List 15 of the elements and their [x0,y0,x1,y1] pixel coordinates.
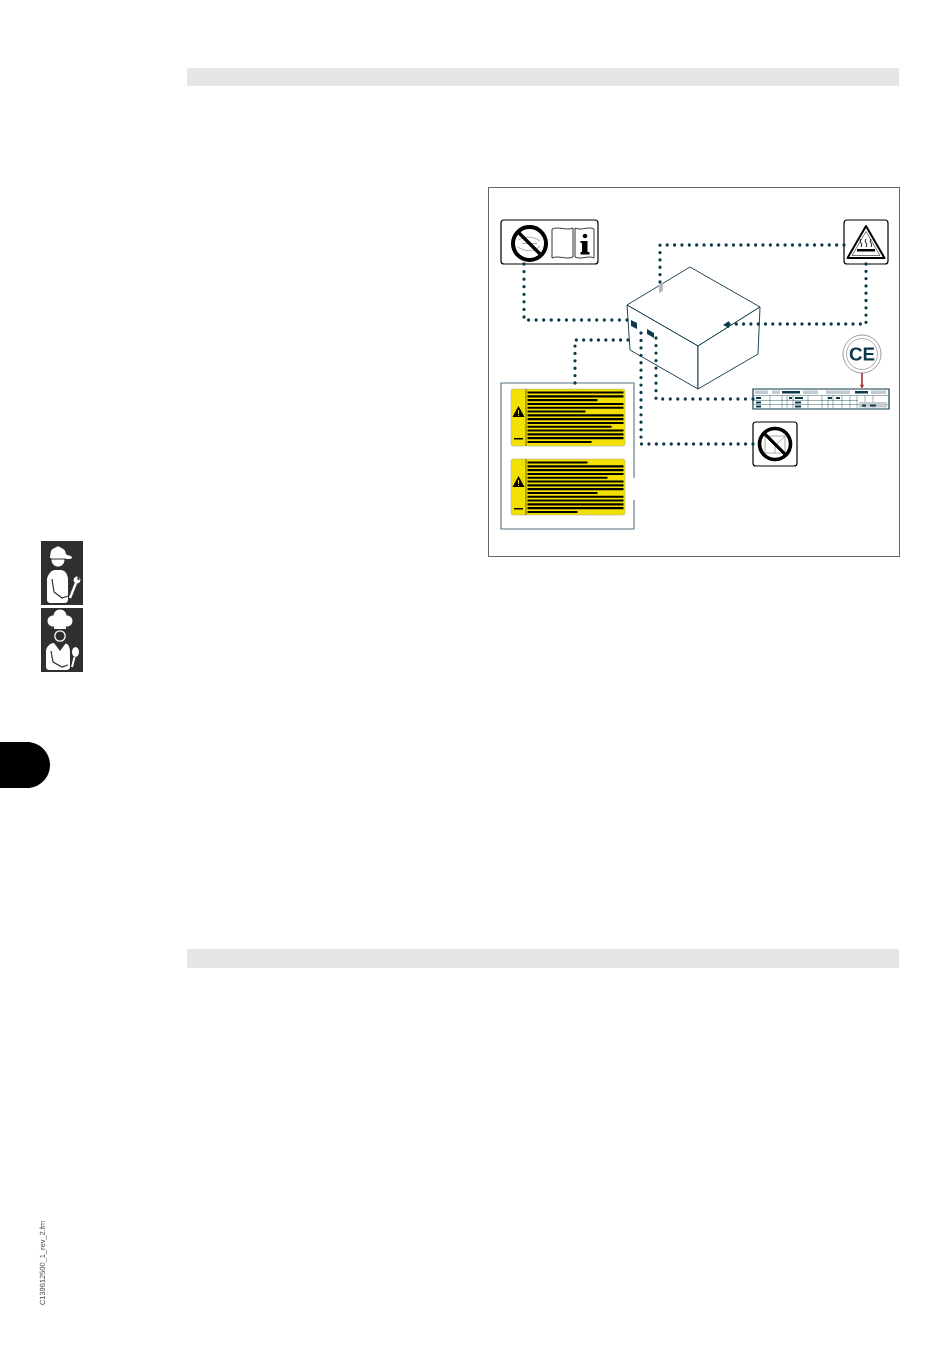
leader-line [658,243,846,284]
leader-line [639,331,755,446]
leader-line [654,336,755,401]
hot-surface-sign [843,219,889,265]
leader-line [727,262,868,326]
heading-bar [187,68,899,86]
safety-sign [500,219,599,265]
leader-line [573,338,630,385]
leader-line [522,262,629,322]
ce-mark: CE [842,334,882,374]
appliance [626,266,761,390]
arrow [860,372,864,389]
heading-bar [187,949,899,968]
prohibition-sign [752,421,798,467]
rating-plate [752,388,890,410]
